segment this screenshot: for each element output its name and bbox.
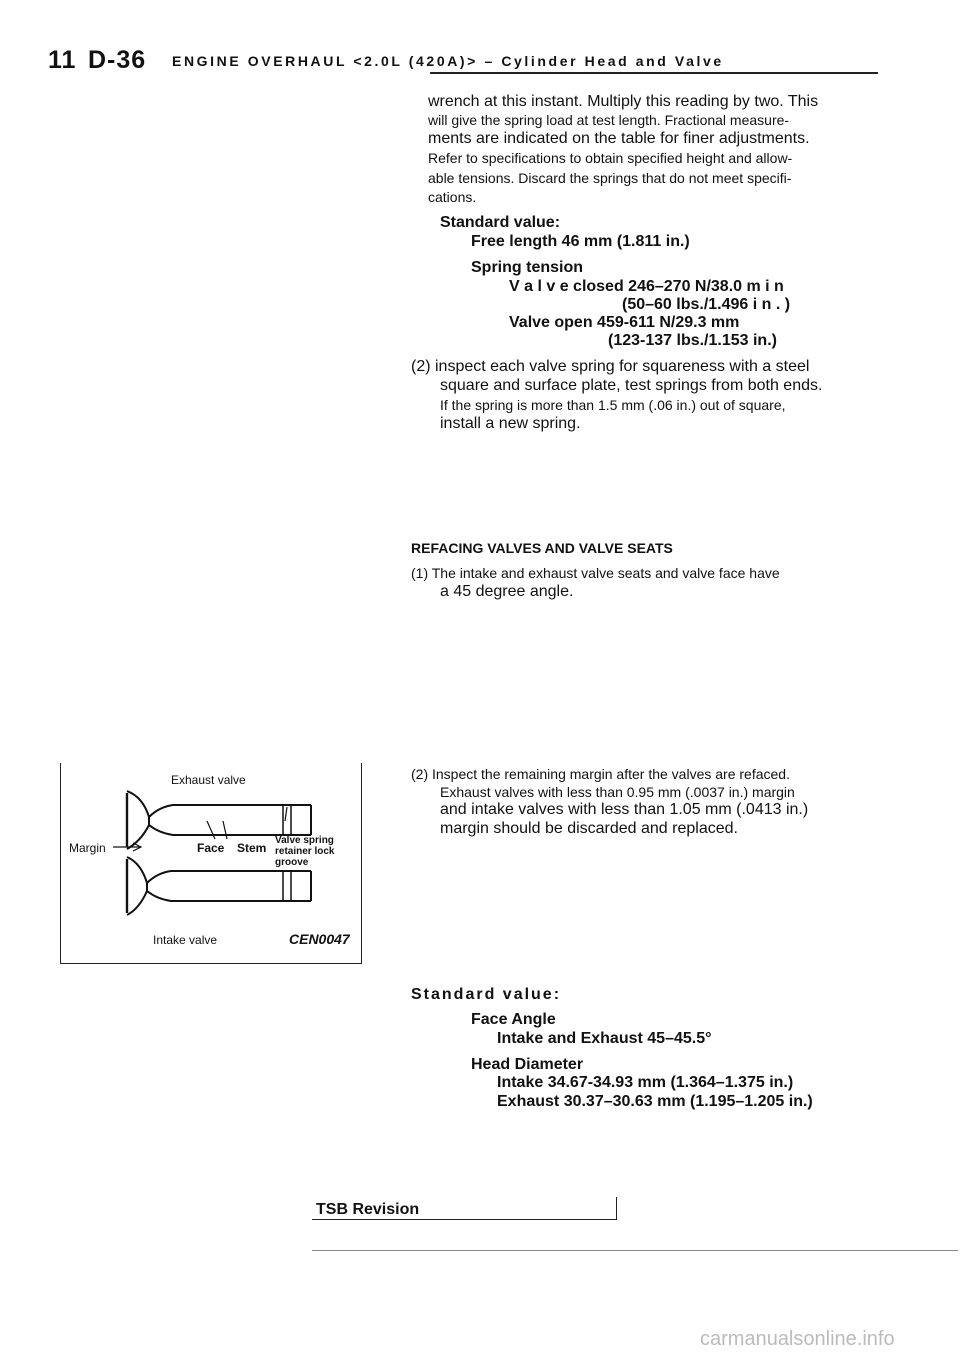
head-diameter-exhaust: Exhaust 30.37–30.63 mm (1.195–1.205 in.)	[497, 1093, 813, 1110]
step-2-line: (2) inspect each valve spring for square…	[411, 358, 810, 375]
revision-box	[312, 1197, 617, 1220]
head-diameter-intake: Intake 34.67-34.93 mm (1.364–1.375 in.)	[497, 1074, 794, 1091]
intake-valve-drawing	[125, 856, 312, 916]
margin-line: margin should be discarded and replaced.	[440, 820, 738, 837]
step-2-line: If the spring is more than 1.5 mm (.06 i…	[440, 397, 786, 413]
stem-label: Stem	[237, 841, 267, 855]
figure-code: CEN0047	[289, 931, 350, 947]
margin-line: Exhaust valves with less than 0.95 mm (.…	[440, 784, 795, 800]
valve-diagram	[113, 790, 312, 916]
face-angle-value: Intake and Exhaust 45–45.5°	[497, 1030, 712, 1047]
intro-line: able tensions. Discard the springs that …	[428, 170, 792, 186]
step-2-line: install a new spring.	[440, 415, 581, 432]
valve-open: Valve open 459-611 N/29.3 mm	[509, 314, 740, 331]
valve-open-imperial: (123-137 lbs./1.153 in.)	[608, 332, 777, 349]
refacing-heading: REFACING VALVES AND VALVE SEATS	[411, 540, 673, 556]
exhaust-valve-label: Exhaust valve	[171, 773, 246, 787]
free-length: Free length 46 mm (1.811 in.)	[471, 233, 690, 250]
watermark-text[interactable]: carmanualsonline.info	[700, 1328, 895, 1350]
margin-line: (2) Inspect the remaining margin after t…	[411, 766, 790, 782]
intro-line: Refer to specifications to obtain specif…	[428, 150, 793, 166]
page-title: ENGINE OVERHAUL <2.0L (420A)> – Cylinder…	[172, 53, 724, 69]
head-diameter-heading: Head Diameter	[471, 1056, 584, 1073]
exhaust-valve-drawing	[125, 790, 312, 850]
face-angle-heading: Face Angle	[471, 1011, 556, 1028]
header-rule	[430, 72, 878, 74]
spring-tension-heading: Spring tension	[471, 259, 583, 276]
page-number: 11	[48, 46, 77, 74]
face-label: Face	[197, 841, 225, 855]
retainer-label-1: Valve spring	[275, 835, 334, 846]
intro-line: will give the spring load at test length…	[428, 112, 790, 128]
valve-closed-imperial: (50–60 lbs./1.496 i n . )	[622, 296, 791, 313]
tsb-revision: TSB Revision	[316, 1201, 420, 1218]
intro-line: ments are indicated on the table for fin…	[428, 130, 810, 147]
refacing-line: (1) The intake and exhaust valve seats a…	[411, 565, 780, 581]
retainer-label-3: groove	[275, 857, 309, 868]
margin-line: and intake valves with less than 1.05 mm…	[440, 801, 809, 818]
section-code: D-36	[88, 46, 147, 74]
retainer-label-2: retainer lock	[275, 846, 335, 857]
footer-rule	[312, 1250, 958, 1251]
valve-figure: Exhaust valve Margin Face Stem Valve spr…	[60, 763, 362, 964]
margin-label: Margin	[69, 841, 106, 855]
intro-line: wrench at this instant. Multiply this re…	[428, 93, 819, 110]
intake-valve-label: Intake valve	[153, 933, 218, 947]
valve-closed: V a l v e closed 246–270 N/38.0 m i n	[509, 278, 784, 295]
intro-line: cations.	[428, 189, 477, 205]
leader-lines	[113, 806, 288, 852]
standard-value-heading: Standard value:	[440, 214, 561, 231]
step-2-line: square and surface plate, test springs f…	[440, 377, 823, 394]
standard-value-heading-2: Standard value:	[411, 986, 562, 1003]
refacing-line: a 45 degree angle.	[440, 583, 574, 600]
